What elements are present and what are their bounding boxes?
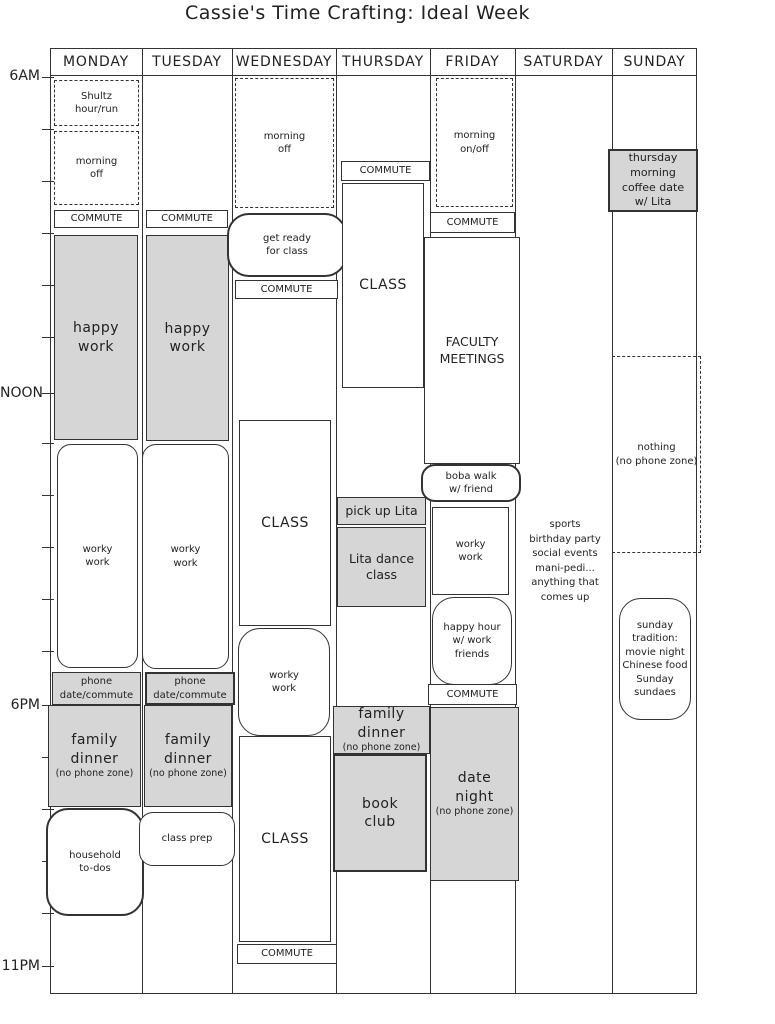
event-commute: COMMUTE: [428, 684, 517, 705]
event-note: (no phone zone): [342, 741, 421, 753]
event-family-dinner: family dinner (no phone zone): [333, 706, 430, 754]
day-header-friday: FRIDAY: [445, 54, 500, 70]
event-class: CLASS: [342, 183, 424, 388]
event-morning-off: morning off: [235, 78, 334, 208]
event-morning-on-off: morning on/off: [436, 78, 513, 207]
day-header-sunday: SUNDAY: [623, 54, 686, 70]
column-divider: [515, 48, 516, 994]
event-phone-date-commute: phone date/commute: [145, 672, 235, 705]
event-nothing-no-phone-zone: nothing (no phone zone): [612, 356, 701, 553]
event-boba-walk: boba walk w/ friend: [421, 464, 521, 502]
time-label-6pm: 6PM: [10, 697, 40, 713]
event-worky-work: worky work: [57, 444, 138, 668]
event-happy-hour: happy hour w/ work friends: [432, 597, 512, 685]
day-header-monday: MONDAY: [63, 54, 129, 70]
event-thursday-coffee-date: thursday morning coffee date w/ Lita: [608, 149, 698, 212]
event-sunday-tradition: sunday tradition: movie night Chinese fo…: [619, 598, 691, 720]
event-worky-work: worky work: [238, 628, 330, 736]
event-date-night: date night (no phone zone): [430, 707, 519, 881]
event-household-to-dos: household to-dos: [46, 808, 144, 916]
day-header-saturday: SATURDAY: [523, 54, 604, 70]
column-divider: [430, 48, 431, 994]
event-commute: COMMUTE: [237, 944, 337, 964]
hour-tick: [42, 966, 54, 967]
hour-tick: [42, 913, 54, 914]
event-book-club: book club: [333, 754, 427, 872]
saturday-free-list: sports birthday party social events mani…: [529, 519, 601, 603]
event-lita-dance-class: Lita dance class: [337, 527, 426, 607]
day-header-tuesday: TUESDAY: [152, 54, 222, 70]
hour-tick: [42, 495, 54, 496]
hour-tick: [42, 181, 54, 182]
hour-tick: [42, 599, 54, 600]
event-faculty-meetings: FACULTY MEETINGS: [424, 237, 520, 464]
hour-tick: [42, 651, 54, 652]
hour-tick: [42, 129, 54, 130]
hour-tick: [42, 809, 54, 810]
event-note: (no phone zone): [435, 805, 514, 817]
column-divider: [232, 48, 233, 994]
event-worky-work: worky work: [142, 444, 229, 669]
event-commute: COMMUTE: [235, 280, 338, 299]
event-title: family dinner: [70, 732, 119, 767]
time-label-noon: NOON: [0, 385, 43, 401]
week-grid: [50, 48, 697, 994]
hour-tick: [42, 443, 54, 444]
event-commute: COMMUTE: [430, 212, 515, 233]
hour-tick: [42, 285, 54, 286]
event-class: CLASS: [239, 736, 331, 942]
event-note: (no phone zone): [55, 767, 134, 779]
event-phone-date-commute: phone date/commute: [52, 672, 141, 705]
event-shultz-hour-run: Shultz hour/run: [54, 80, 139, 126]
event-title: family dinner: [164, 732, 212, 767]
event-title: date night: [455, 770, 494, 805]
event-commute: COMMUTE: [341, 161, 430, 181]
event-commute: COMMUTE: [146, 210, 228, 228]
event-commute: COMMUTE: [54, 210, 139, 228]
event-get-ready-for-class: get ready for class: [227, 213, 347, 277]
event-class-prep: class prep: [139, 812, 235, 866]
hour-tick: [42, 77, 54, 78]
event-family-dinner: family dinner (no phone zone): [48, 705, 141, 807]
event-class: CLASS: [239, 420, 331, 626]
event-title: family dinner: [357, 706, 406, 741]
hour-tick: [42, 337, 54, 338]
header-divider: [50, 75, 697, 76]
event-family-dinner: family dinner (no phone zone): [144, 705, 232, 807]
event-worky-work: worky work: [432, 507, 509, 595]
page-title: Cassie's Time Crafting: Ideal Week: [184, 2, 531, 24]
event-morning-off: morning off: [54, 131, 139, 205]
day-header-thursday: THURSDAY: [342, 54, 424, 70]
day-header-wednesday: WEDNESDAY: [235, 54, 333, 70]
event-note: (no phone zone): [149, 767, 227, 779]
time-label-11pm: 11PM: [1, 958, 40, 974]
column-divider: [336, 48, 337, 994]
hour-tick: [42, 547, 54, 548]
event-pick-up-lita: pick up Lita: [337, 497, 426, 525]
event-happy-work: happy work: [146, 235, 229, 441]
hour-tick: [42, 233, 54, 234]
event-happy-work: happy work: [54, 235, 138, 440]
time-label-6am: 6AM: [9, 68, 40, 84]
hour-tick: [42, 393, 54, 394]
